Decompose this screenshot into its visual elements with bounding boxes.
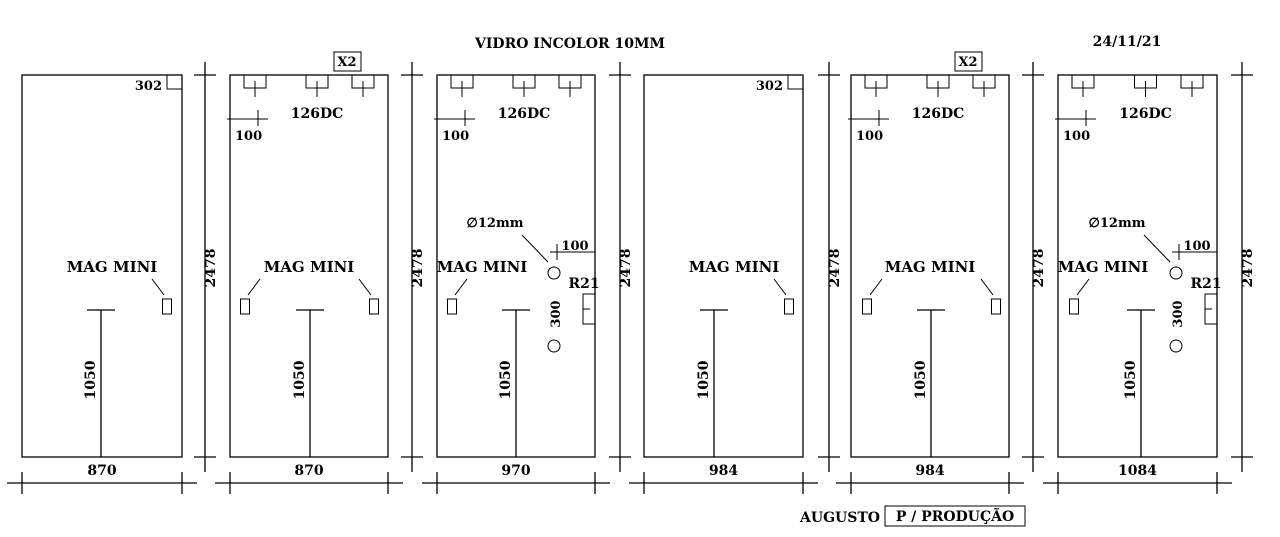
- glass-panel-4: 984 2478 1050 MAG MINI 302: [629, 62, 843, 494]
- lock-label: R21: [1190, 276, 1221, 292]
- magnet-leader: [869, 278, 883, 296]
- magnet-icon: [369, 298, 379, 315]
- hole-icon-bottom: [547, 339, 561, 353]
- magnet-leader: [247, 278, 261, 296]
- magnet-label: MAG MINI: [437, 258, 528, 276]
- panel-outline: [850, 74, 1010, 458]
- hole-icon-top: [1169, 266, 1183, 280]
- footer-stamp: P / PRODUÇÃO: [896, 506, 1014, 525]
- hole-offset-label: 100: [1183, 239, 1210, 254]
- hole-icon-bottom: [1169, 339, 1183, 353]
- footer-name: AUGUSTO: [799, 510, 880, 526]
- width-label: 1084: [1118, 463, 1157, 479]
- magnet-label: MAG MINI: [264, 258, 355, 276]
- glass-panel-3: 970 2478 1050 MAG MINI 126DC 100 ∅12mm 100 300 R2…: [422, 62, 634, 494]
- height-label: 2478: [1240, 249, 1256, 288]
- hinge-offset-label: 100: [235, 129, 262, 144]
- footer-block: AUGUSTO P / PRODUÇÃO: [799, 505, 1026, 527]
- multiplier-box: [954, 51, 983, 72]
- panels-group: 870 2478 1050 MAG MINI 302 870 2478 1050 MAG MIN…: [7, 51, 1256, 494]
- height-label: 2478: [410, 249, 426, 288]
- magnet-leader: [980, 278, 994, 296]
- glass-panel-6: 1084 2478 1050 MAG MINI 126DC 100 ∅12mm 100 300 R…: [1043, 62, 1256, 494]
- handle-height-label: 1050: [83, 360, 99, 399]
- hinge-label: 126DC: [912, 106, 965, 122]
- hinge-label: 126DC: [498, 106, 551, 122]
- magnet-icon: [447, 298, 457, 315]
- multiplier-box: [333, 51, 362, 72]
- panel-outline: [21, 74, 183, 458]
- hole-leader: [521, 234, 549, 263]
- width-label: 984: [915, 463, 944, 479]
- magnet-label: MAG MINI: [885, 258, 976, 276]
- magnet-label: MAG MINI: [67, 258, 158, 276]
- multiplier-label: X2: [958, 55, 977, 70]
- magnet-leader: [773, 278, 787, 296]
- magnet-icon: [862, 298, 872, 315]
- width-label: 870: [87, 463, 116, 479]
- panel-outline: [229, 74, 389, 458]
- hinge-offset-label: 100: [856, 129, 883, 144]
- width-label: 870: [294, 463, 323, 479]
- hole-spacing-label: 300: [549, 300, 564, 327]
- hole-icon-top: [547, 266, 561, 280]
- magnet-leader: [358, 278, 372, 296]
- hinge-offset-label: 100: [442, 129, 469, 144]
- magnet-leader: [151, 278, 165, 296]
- corner-notch-label: 302: [135, 79, 162, 94]
- magnet-leader: [454, 278, 468, 296]
- panel-outline: [1057, 74, 1218, 458]
- glass-panel-2: 870 2478 1050 MAG MINI 126DC 100 X2: [215, 51, 426, 494]
- handle-height-label: 1050: [292, 360, 308, 399]
- handle-height-label: 1050: [1123, 360, 1139, 399]
- height-label: 2478: [827, 249, 843, 288]
- corner-notch-icon: [787, 75, 803, 90]
- height-label: 2478: [1031, 249, 1047, 288]
- magnet-icon: [1069, 298, 1079, 315]
- handle-height-label: 1050: [913, 360, 929, 399]
- hole-spacing-label: 300: [1171, 300, 1186, 327]
- drawing-title: VIDRO INCOLOR 10MM: [474, 36, 665, 52]
- magnet-icon: [162, 298, 172, 315]
- drawing-date: 24/11/21: [1093, 34, 1162, 50]
- hole-leader: [1143, 234, 1171, 263]
- panel-outline: [643, 74, 804, 458]
- width-label: 984: [709, 463, 738, 479]
- magnet-label: MAG MINI: [1058, 258, 1149, 276]
- hole-diameter-label: ∅12mm: [467, 216, 524, 231]
- lock-label: R21: [568, 276, 599, 292]
- width-label: 970: [501, 463, 530, 479]
- magnet-icon: [240, 298, 250, 315]
- multiplier-label: X2: [337, 55, 356, 70]
- height-label: 2478: [203, 249, 219, 288]
- hinge-offset-label: 100: [1063, 129, 1090, 144]
- magnet-icon: [991, 298, 1001, 315]
- corner-notch-icon: [166, 75, 182, 90]
- magnet-icon: [784, 298, 794, 315]
- hinge-label: 126DC: [1119, 106, 1172, 122]
- height-label: 2478: [618, 249, 634, 288]
- footer-stamp-box: [884, 505, 1026, 527]
- handle-height-label: 1050: [696, 360, 712, 399]
- glass-panel-5: 984 2478 1050 MAG MINI 126DC 100 X2: [836, 51, 1047, 494]
- magnet-label: MAG MINI: [689, 258, 780, 276]
- hole-diameter-label: ∅12mm: [1089, 216, 1146, 231]
- hole-offset-label: 100: [561, 239, 588, 254]
- hinge-label: 126DC: [291, 106, 344, 122]
- glass-panel-1: 870 2478 1050 MAG MINI 302: [7, 62, 219, 494]
- corner-notch-label: 302: [756, 79, 783, 94]
- magnet-leader: [1076, 278, 1090, 296]
- handle-height-label: 1050: [498, 360, 514, 399]
